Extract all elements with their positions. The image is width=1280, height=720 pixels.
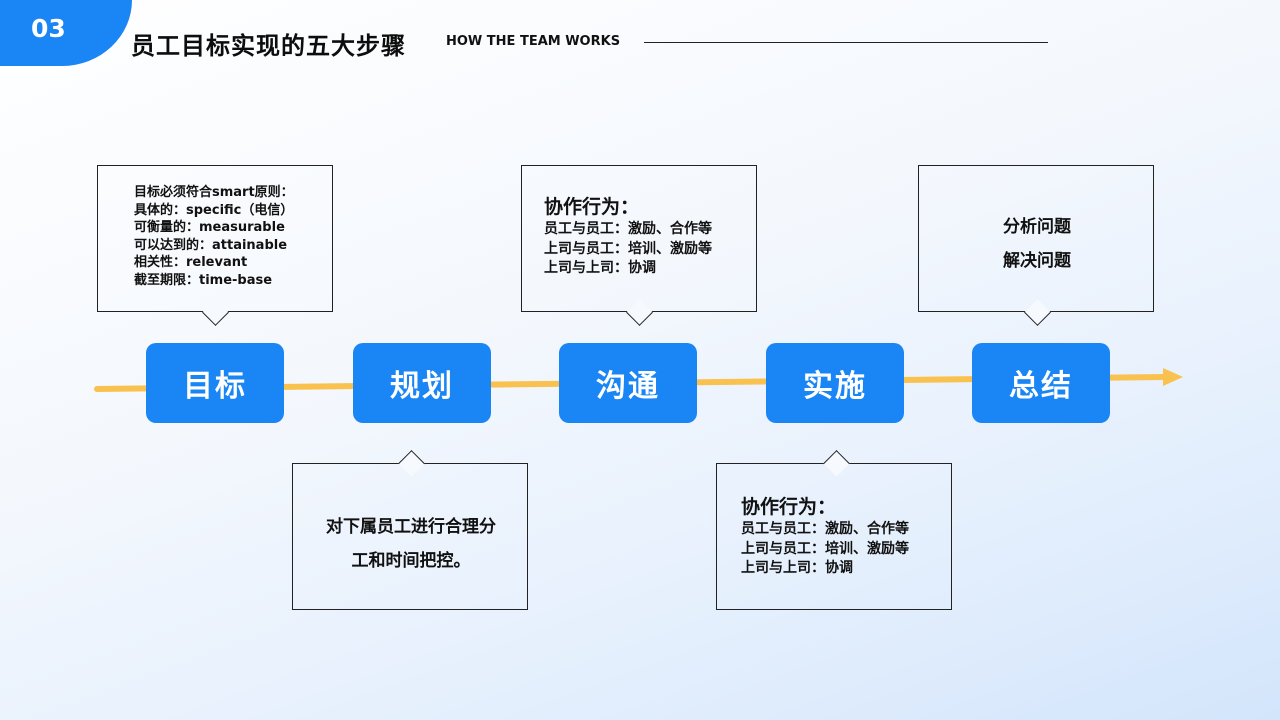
callout-communicate-text: 协作行为： 员工与员工：激励、合作等 上司与员工：培训、激励等 上司与上司：协调 [544,194,712,279]
callout-heading: 协作行为： [544,196,640,218]
step-summary: 总结 [972,343,1110,423]
callout-line: 上司与员工：培训、激励等 [741,540,909,557]
callout-summary-text: 分析问题 解决问题 [919,210,1155,278]
callout-line: 解决问题 [1003,251,1071,271]
callout-line: 上司与上司：协调 [544,260,656,276]
callout-line: 可衡量的：measurable [134,220,285,235]
callout-summary: 分析问题 解决问题 [918,165,1155,326]
callout-line: 可以达到的：attainable [134,237,288,253]
page-subtitle: HOW THE TEAM WORKS [446,34,621,49]
callout-implement: 协作行为： 员工与员工：激励、合作等 上司与员工：培训、激励等 上司与上司：协调 [716,450,952,610]
callout-line: 目标必须符合smart原则： [134,185,294,200]
callout-line: 截至期限：time-base [134,272,273,288]
callout-line: 分析问题 [1003,217,1071,237]
callout-goal-text: 目标必须符合smart原则： 具体的：specific（电信） 可衡量的：mea… [134,184,294,289]
step-implement: 实施 [766,343,904,423]
callout-line: 上司与员工：培训、激励等 [544,240,712,257]
callout-line: 工和时间把控。 [351,551,471,571]
step-plan: 规划 [353,343,491,423]
callout-line: 相关性：relevant [134,255,248,270]
step-goal: 目标 [146,343,284,423]
callout-plan: 对下属员工进行合理分 工和时间把控。 [292,450,529,610]
callout-line: 员工与员工：激励、合作等 [544,221,712,237]
callout-goal: 目标必须符合smart原则： 具体的：specific（电信） 可衡量的：mea… [97,165,333,326]
callout-line: 上司与上司：协调 [741,560,853,576]
callout-communicate: 协作行为： 员工与员工：激励、合作等 上司与员工：培训、激励等 上司与上司：协调 [521,165,757,326]
callout-line: 员工与员工：激励、合作等 [741,521,909,537]
callout-heading: 协作行为： [741,496,837,518]
page-title: 员工目标实现的五大步骤 [131,32,406,60]
section-number: 03 [31,14,66,43]
callout-line: 具体的：specific（电信） [134,202,294,218]
callout-implement-text: 协作行为： 员工与员工：激励、合作等 上司与员工：培训、激励等 上司与上司：协调 [741,494,909,579]
callout-plan-text: 对下属员工进行合理分 工和时间把控。 [293,510,529,578]
step-communicate: 沟通 [559,343,697,423]
callout-line: 对下属员工进行合理分 [326,517,496,537]
header-divider [644,42,1048,43]
